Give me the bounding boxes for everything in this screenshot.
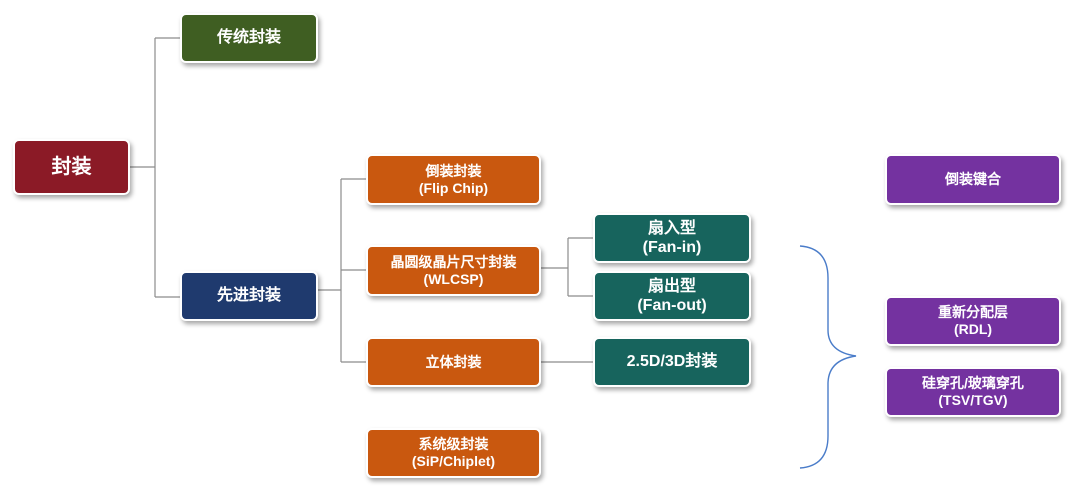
flip-bonding-node: 倒装键合	[885, 154, 1061, 205]
fan-in-node: 扇入型 (Fan-in)	[593, 213, 751, 263]
sip-node: 系统级封装 (SiP/Chiplet)	[366, 428, 541, 478]
fan-out-line2: (Fan-out)	[637, 297, 707, 314]
rdl-line2: (RDL)	[953, 321, 993, 337]
flip-chip-node: 倒装封装 (Flip Chip)	[366, 154, 541, 205]
wlcsp-connector	[541, 237, 593, 297]
fan-out-node: 扇出型 (Fan-out)	[593, 271, 751, 321]
wlcsp-line1: 晶圆级晶片尺寸封装	[390, 253, 517, 270]
wlcsp-node: 晶圆级晶片尺寸封装 (WLCSP)	[366, 245, 541, 296]
flip-chip-line2: (Flip Chip)	[418, 179, 489, 196]
curly-brace	[799, 245, 857, 469]
flip-chip-line1: 倒装封装	[425, 162, 482, 179]
stereo-label: 立体封装	[425, 353, 482, 370]
fan-in-line2: (Fan-in)	[642, 239, 702, 256]
rdl-node: 重新分配层 (RDL)	[885, 296, 1061, 346]
advanced-connector	[318, 178, 366, 363]
traditional-label: 传统封装	[216, 29, 281, 47]
flip-bonding-label: 倒装键合	[945, 171, 1001, 188]
rdl-line1: 重新分配层	[938, 304, 1008, 321]
root-node: 封装	[13, 139, 130, 195]
root-label: 封装	[51, 156, 92, 178]
tsv-line2: (TSV/TGV)	[938, 392, 1008, 408]
wlcsp-line2: (WLCSP)	[423, 270, 484, 287]
stereo-packaging-node: 立体封装	[366, 337, 541, 387]
d25-3d-label: 2.5D/3D封装	[626, 353, 718, 371]
tsv-line1: 硅穿孔/玻璃穿孔	[922, 375, 1024, 392]
fan-out-line1: 扇出型	[647, 277, 696, 295]
d25-3d-node: 2.5D/3D封装	[593, 337, 751, 387]
tsv-node: 硅穿孔/玻璃穿孔 (TSV/TGV)	[885, 367, 1061, 417]
root-connector	[130, 37, 180, 298]
sip-line2: (SiP/Chiplet)	[411, 453, 496, 469]
fan-in-line1: 扇入型	[647, 219, 696, 237]
advanced-packaging-node: 先进封装	[180, 271, 318, 321]
advanced-label: 先进封装	[216, 287, 281, 305]
sip-line1: 系统级封装	[418, 436, 489, 453]
traditional-packaging-node: 传统封装	[180, 13, 318, 63]
